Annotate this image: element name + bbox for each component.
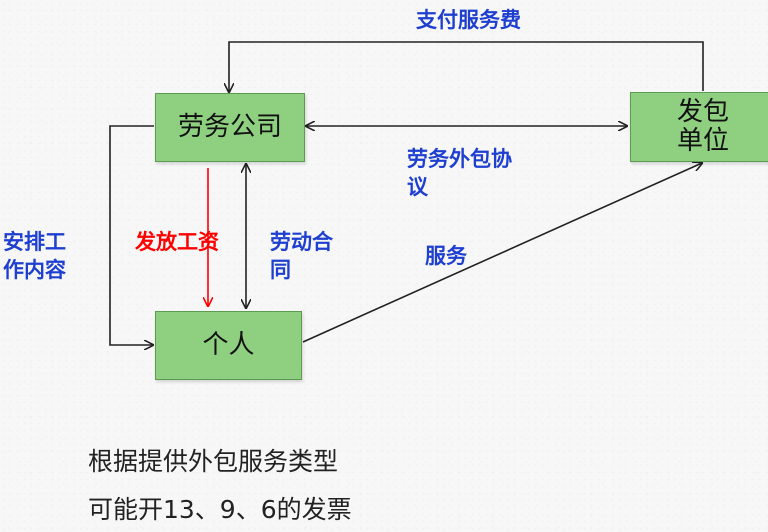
label-pay-wages: 发放工资 (135, 230, 219, 254)
label-outsourcing-agreement: 劳务外包协 议 (407, 147, 512, 200)
node-individual: 个人 (155, 311, 302, 380)
arrow-assign-work (109, 125, 154, 345)
label-assign-work: 安排工 作内容 (3, 230, 66, 283)
note-invoice-rates: 可能开13、9、6的发票 (88, 495, 352, 524)
node-contractor-label: 发包 单位 (676, 97, 729, 156)
arrow-pay-service-fee (229, 41, 704, 92)
note-invoice-type: 根据提供外包服务类型 (88, 447, 339, 476)
node-contractor: 发包 单位 (630, 92, 768, 162)
node-labor-company-label: 劳务公司 (177, 112, 282, 143)
arrow-service (302, 163, 702, 343)
label-service: 服务 (425, 244, 467, 268)
label-pay-service-fee: 支付服务费 (416, 8, 521, 32)
node-individual-label: 个人 (202, 330, 255, 361)
node-labor-company: 劳务公司 (155, 93, 305, 162)
label-labor-contract: 劳动合 同 (270, 230, 333, 283)
